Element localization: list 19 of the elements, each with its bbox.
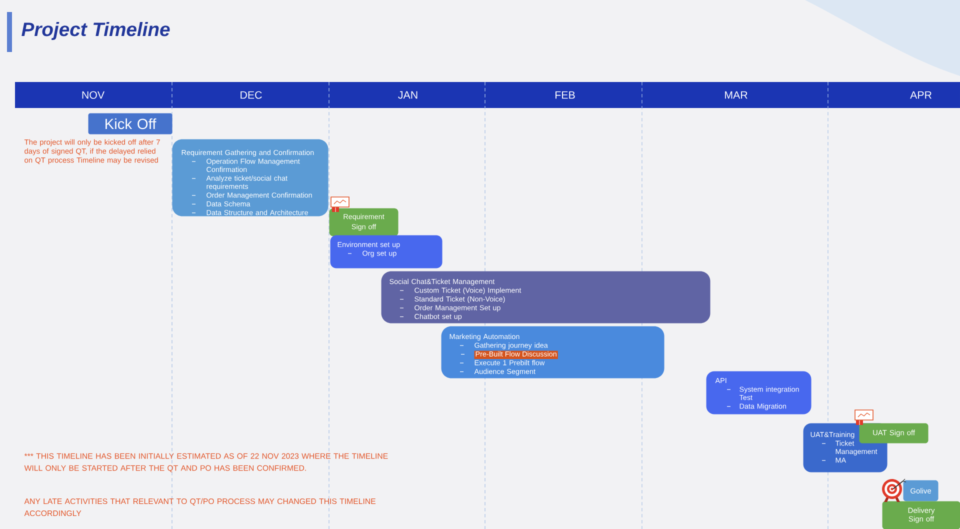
month-header-cell: MAR [642,82,828,108]
node-label: NOV [82,91,105,99]
month-header-cell: APR [828,82,960,108]
node-label: DEC [240,91,262,99]
month-header-cell: DEC [172,82,329,108]
task-box [172,139,328,216]
task-box [381,271,710,324]
node-label: APR [910,91,932,99]
task-box [330,235,442,268]
task-box [706,371,812,414]
slide-title: Project Timeline [22,22,170,40]
month-header-cell: JAN [329,82,485,108]
node-label: MAR [725,91,748,99]
milestone-box: Kick Off [88,113,172,134]
node-label: FEB [556,91,575,99]
task-box [441,326,664,378]
month-header-cell: NOV [15,82,172,108]
month-header-cell: FEB [485,82,642,108]
node-label: JAN [398,91,418,99]
